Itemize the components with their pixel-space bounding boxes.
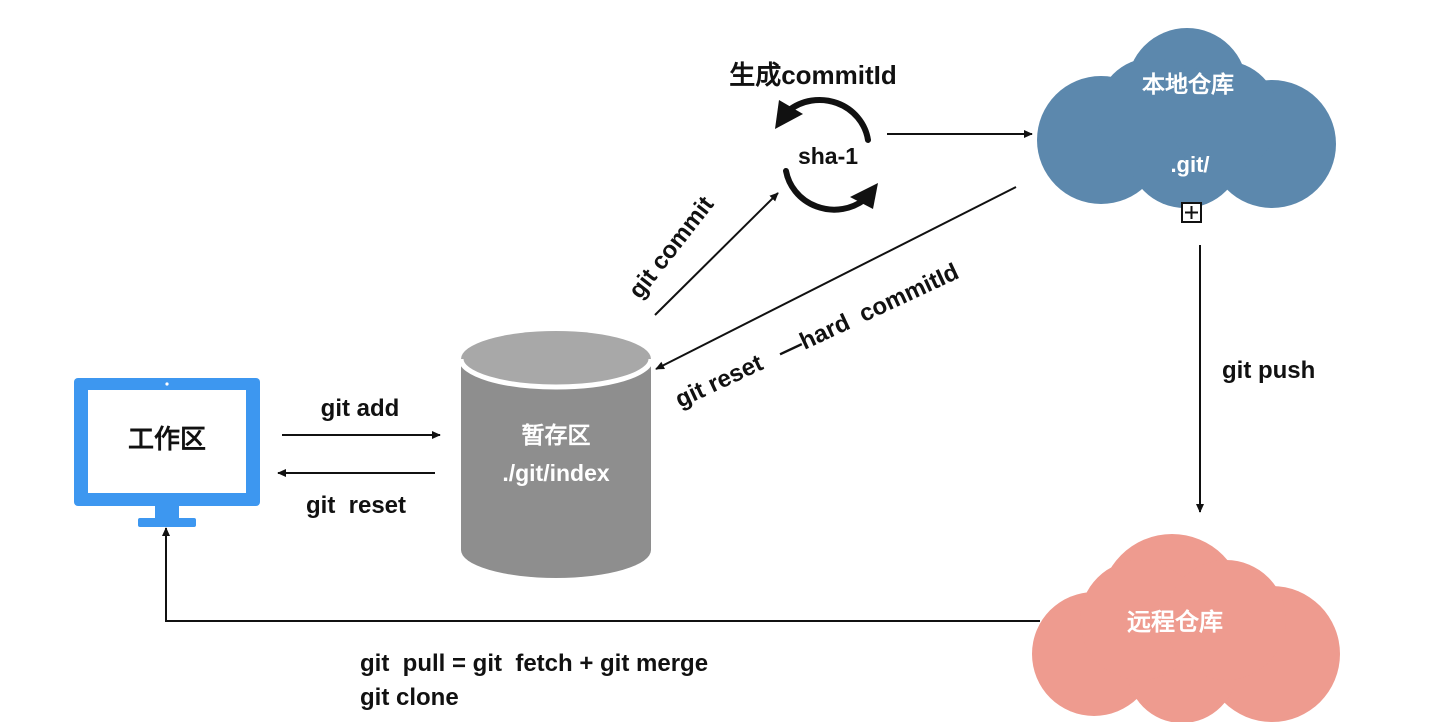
sync-arrows-icon [783, 96, 871, 213]
label-git-clone: git clone [360, 684, 459, 711]
local-repo-path: .git/ [1170, 152, 1209, 177]
remote-repo-node: 远程仓库 [1032, 534, 1340, 722]
edge-git-pull [161, 527, 1040, 622]
staging-label: 暂存区 [522, 422, 591, 448]
label-git-pull: git pull = git fetch + git merge [360, 650, 708, 677]
staging-path: ./git/index [502, 460, 610, 486]
cloud-icon [1032, 534, 1340, 722]
local-repo-node: 本地仓库 .git/ [1037, 28, 1336, 208]
staging-node: 暂存区 ./git/index [458, 331, 654, 578]
workspace-label: 工作区 [128, 424, 206, 454]
hash-title: 生成commitId [729, 60, 897, 90]
label-git-reset: git reset [306, 492, 406, 519]
hash-node: 生成commitId sha-1 [729, 60, 897, 213]
edges [161, 129, 1205, 622]
database-icon [458, 331, 654, 578]
remote-repo-label: 远程仓库 [1127, 608, 1223, 636]
label-git-commit: git commit [623, 191, 719, 303]
cloud-icon [1037, 28, 1336, 208]
label-git-reset-hard: git reset —hard commitId [671, 258, 963, 413]
hash-label: sha-1 [798, 143, 858, 169]
label-git-push: git push [1222, 357, 1315, 384]
edge-git-reset-hard [655, 186, 1017, 370]
sync-arrowhead-top [775, 100, 803, 129]
monitor-icon [74, 378, 260, 527]
label-git-add: git add [321, 395, 400, 422]
workspace-node: 工作区 [74, 378, 260, 527]
local-repo-label: 本地仓库 [1142, 71, 1234, 97]
sync-arrowhead-bottom [850, 183, 878, 209]
plus-square-icon[interactable] [1181, 202, 1202, 223]
edge-git-commit [654, 192, 779, 316]
